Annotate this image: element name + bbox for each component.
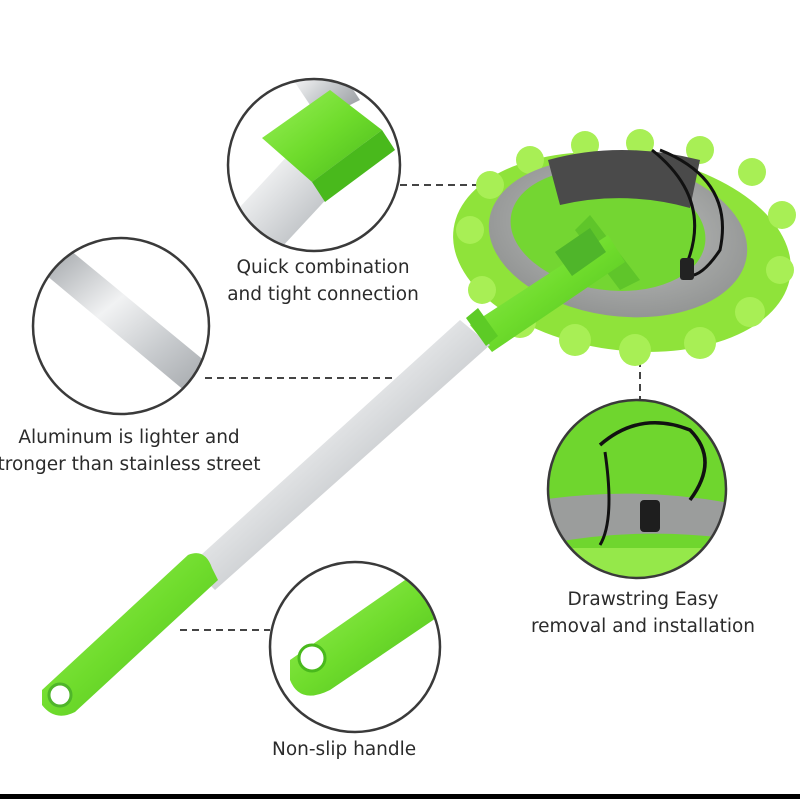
callout-aluminum-line1: Aluminum is lighter and [18,427,240,448]
mop-pole [42,228,625,716]
detail-circle-aluminum [31,236,211,416]
callout-drawstring-line1: Drawstring Easy [567,589,719,610]
detail-circle-connection [226,77,402,253]
callout-combination-line2: and tight connection [227,284,419,305]
callout-handle-label: Non-slip handle [272,736,416,763]
callout-aluminum-label: Aluminum is lighter and tronger than sta… [0,424,264,478]
callout-aluminum-line2: tronger than stainless street [0,454,261,475]
detail-circle-drawstring [546,398,728,580]
callout-handle-line1: Non-slip handle [272,739,417,760]
callout-drawstring-line2: removal and installation [530,616,756,637]
callout-drawstring-label: Drawstring Easy removal and installation [518,586,768,640]
callout-combination-label: Quick combination and tight connection [212,254,434,308]
callout-combination-line1: Quick combination [236,257,410,278]
bottom-border [0,794,800,799]
detail-circle-handle [268,560,442,734]
